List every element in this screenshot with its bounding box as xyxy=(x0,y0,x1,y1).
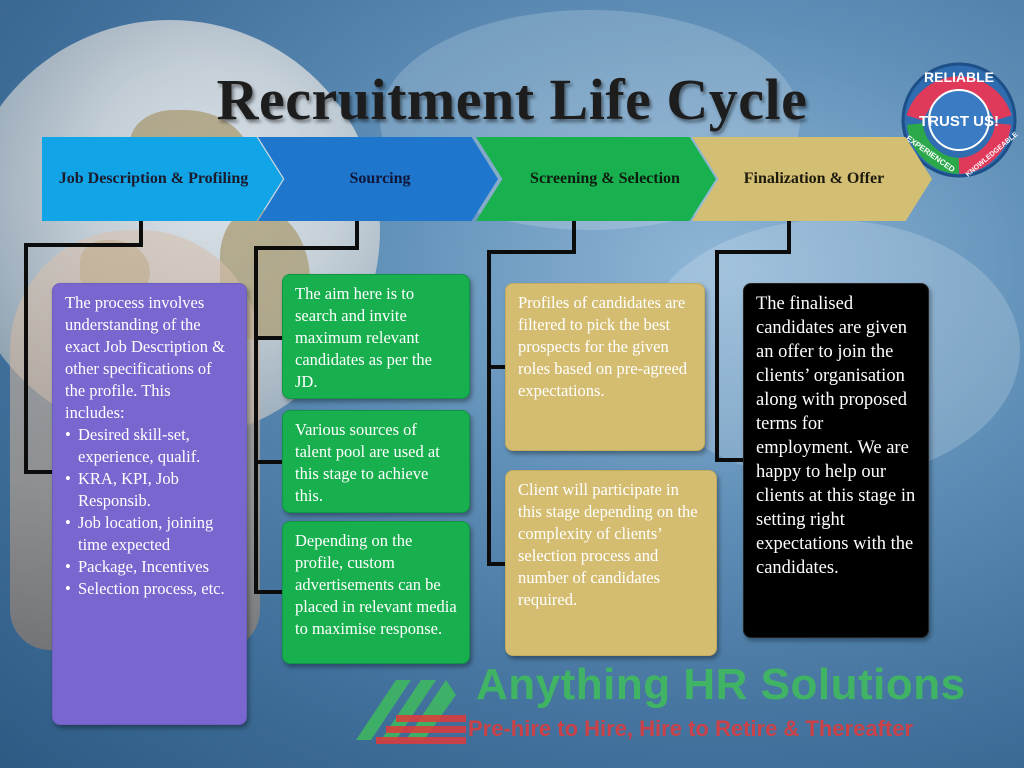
list-item: KRA, KPI, Job Responsib. xyxy=(65,468,234,512)
slide-title: Recruitment Life Cycle xyxy=(216,67,808,132)
list-item: Package, Incentives xyxy=(65,556,234,578)
badge-word-trust: TRUST US! xyxy=(919,113,999,130)
stage-arrow-screening: Screening & Selection xyxy=(476,137,716,221)
connector-line xyxy=(139,221,143,245)
connector-line xyxy=(715,250,719,462)
profiling-intro: The process involves understanding of th… xyxy=(65,293,225,422)
connector-line xyxy=(254,336,282,340)
stage-label: Finalization & Offer xyxy=(743,170,885,187)
stage-arrow-sourcing: Sourcing xyxy=(258,137,498,221)
stage-arrow-offer: Finalization & Offer xyxy=(692,137,932,221)
connector-line xyxy=(254,246,258,594)
stage-label: Sourcing xyxy=(349,170,411,187)
list-item: Selection process, etc. xyxy=(65,578,234,600)
sourcing-description-3: Depending on the profile, custom adverti… xyxy=(282,521,470,664)
connector-line xyxy=(254,460,282,464)
profiling-description: The process involves understanding of th… xyxy=(52,283,247,725)
list-item: Desired skill-set, experience, qualif. xyxy=(65,424,234,468)
offer-description: The finalised candidates are given an of… xyxy=(743,283,929,638)
connector-line xyxy=(715,250,791,254)
badge-word-reliable: RELIABLE xyxy=(924,69,994,85)
connector-line xyxy=(254,590,282,594)
connector-line xyxy=(254,246,359,250)
stage-arrow-profiling: Job Description & Profiling xyxy=(42,137,283,221)
connector-line xyxy=(487,365,505,369)
company-logo xyxy=(356,680,466,744)
sourcing-description-1: The aim here is to search and invite max… xyxy=(282,274,470,399)
trust-badge: RELIABLE TRUST US! EXPERIENCED KNOWLEDGE… xyxy=(901,62,1020,179)
connector-line xyxy=(24,470,52,474)
connector-line xyxy=(715,458,745,462)
connector-line xyxy=(572,221,576,253)
profiling-bullets: Desired skill-set, experience, qualif. K… xyxy=(65,424,234,600)
connector-line xyxy=(787,221,791,253)
connector-line xyxy=(24,243,28,473)
connector-line xyxy=(24,243,143,247)
screening-description-1: Profiles of candidates are filtered to p… xyxy=(505,283,705,451)
connector-line xyxy=(487,562,505,566)
stage-label: Job Description & Profiling xyxy=(58,170,249,187)
connector-line xyxy=(487,250,491,566)
brand-tagline: Pre-hire to Hire, Hire to Retire & There… xyxy=(468,716,914,741)
stage-label: Screening & Selection xyxy=(530,170,680,187)
connector-line xyxy=(487,250,576,254)
screening-description-2: Client will participate in this stage de… xyxy=(505,470,717,656)
brand-name: Anything HR Solutions xyxy=(476,660,966,709)
sourcing-description-2: Various sources of talent pool are used … xyxy=(282,410,470,513)
list-item: Job location, joining time expected xyxy=(65,512,234,556)
connector-line xyxy=(355,221,359,249)
